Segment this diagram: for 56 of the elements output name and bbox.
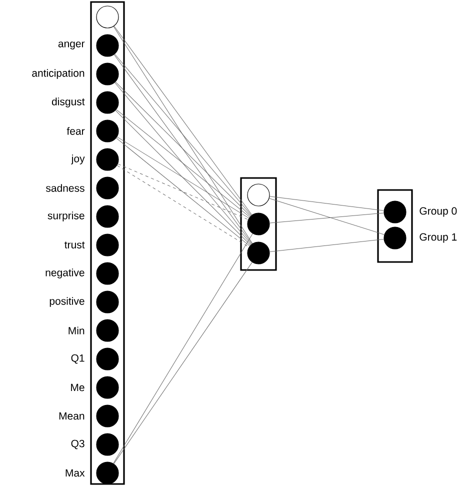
connection-line: [116, 165, 250, 248]
connection-line: [116, 138, 250, 246]
input-label: Me: [71, 384, 84, 392]
output-label: Group 1: [420, 233, 457, 243]
connection-line: [116, 109, 250, 218]
input-label: Q1: [71, 354, 84, 364]
layer-box: [240, 177, 277, 271]
neuron: [96, 234, 119, 256]
connection-line: [114, 82, 252, 245]
connection-line: [116, 136, 250, 218]
neuron: [384, 226, 406, 250]
neuron: [96, 404, 119, 428]
neuron: [96, 34, 119, 57]
bias-neuron: [247, 184, 270, 206]
output-label: Group 0: [420, 207, 457, 217]
layer-box: [377, 189, 413, 263]
neuron: [247, 242, 270, 264]
input-label: anger: [58, 42, 85, 50]
input-label: Min: [68, 326, 84, 334]
neuron: [96, 348, 119, 370]
neuron: [96, 319, 119, 342]
input-label: positive: [50, 297, 84, 307]
layer-box: [90, 1, 125, 485]
neuron: [96, 120, 119, 142]
input-label: anticipation: [32, 69, 84, 79]
input-label: Max: [66, 469, 85, 477]
input-label: Q3: [71, 440, 84, 450]
neuron: [96, 433, 119, 456]
connection-line: [115, 82, 251, 216]
connection-line: [114, 54, 252, 216]
connection-line: [118, 164, 248, 220]
input-label: trust: [64, 242, 85, 248]
connection-line: [115, 110, 251, 246]
neuron: [384, 200, 406, 224]
neuron: [247, 212, 270, 236]
input-label: Mean: [59, 412, 84, 420]
input-label: fear: [66, 127, 85, 135]
neuron: [96, 62, 119, 86]
neuron: [96, 176, 119, 200]
neuron: [96, 290, 119, 314]
input-label: sadness: [46, 184, 84, 192]
input-label: disgust: [52, 98, 85, 108]
bias-neuron: [96, 6, 119, 28]
input-label: negative: [46, 268, 84, 278]
connection-line: [269, 196, 384, 211]
connection-line: [269, 238, 384, 252]
input-label: surprise: [48, 212, 84, 222]
neuron: [96, 262, 119, 285]
neuron: [96, 462, 119, 484]
neuron: [96, 376, 119, 399]
neuron: [96, 148, 119, 171]
neuron: [96, 91, 119, 114]
neuron: [96, 205, 119, 228]
connection-line: [270, 212, 384, 224]
input-label: joy: [71, 154, 85, 164]
connection-line: [269, 198, 384, 235]
